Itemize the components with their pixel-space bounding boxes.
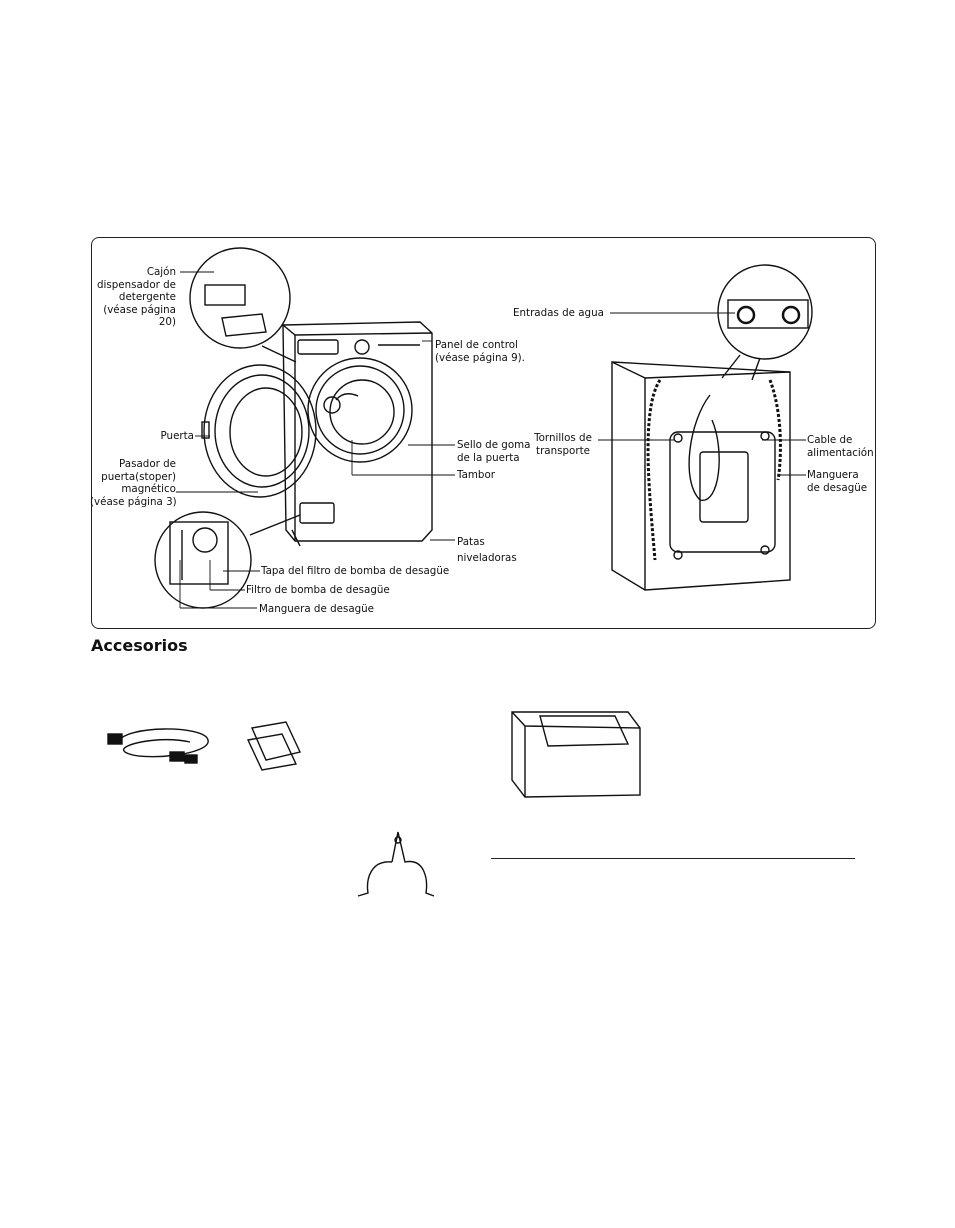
label-line: Tornillos de bbox=[534, 432, 592, 444]
label-line: Panel de control bbox=[435, 339, 518, 351]
label-water-inlets: Entradas de agua bbox=[513, 307, 604, 319]
label-detergent-drawer: Cajón dispensador de detergente (véase p… bbox=[94, 266, 176, 329]
label-line: (véase página 3) bbox=[90, 495, 177, 508]
rear-washer-drawing bbox=[611, 361, 791, 591]
label-line: Cable de bbox=[807, 434, 853, 446]
inlet-hoses-drawing bbox=[107, 728, 209, 764]
label-line: de desagüe bbox=[807, 481, 868, 494]
label-line: dispensador de bbox=[96, 278, 176, 291]
components-diagram-panel bbox=[91, 237, 876, 629]
protection-pads-drawing bbox=[246, 721, 301, 771]
label-filter-cover: Tapa del filtro de bomba de desagüe bbox=[261, 565, 450, 577]
label-line: Cajón bbox=[146, 266, 176, 278]
label-line: detergente bbox=[118, 291, 176, 303]
label-drain-hose-back: Manguera de desagüe bbox=[807, 469, 867, 494]
pedestal-drawing bbox=[511, 711, 641, 798]
door-drawing bbox=[201, 364, 317, 498]
label-line: de la puerta bbox=[457, 451, 520, 464]
accessories-heading: Accesorios bbox=[91, 636, 188, 655]
label-line: alimentación bbox=[807, 446, 874, 459]
label-line: (véase página 9). bbox=[435, 351, 525, 364]
label-control-panel: Panel de control (véase página 9). bbox=[435, 339, 525, 364]
label-leveling-feet: Patas niveladoras bbox=[457, 536, 517, 564]
label-transport-bolts: Tornillos de transporte bbox=[530, 432, 596, 457]
front-washer-drawing bbox=[282, 321, 433, 547]
divider-line bbox=[491, 858, 855, 859]
label-drain-hose-front: Manguera de desagüe bbox=[259, 603, 375, 615]
label-line: transporte bbox=[536, 444, 590, 457]
elbow-bracket-drawing bbox=[357, 831, 435, 897]
label-line: Patas bbox=[457, 536, 485, 548]
label-line: Manguera bbox=[807, 469, 859, 481]
label-filter: Filtro de bomba de desagüe bbox=[246, 584, 390, 596]
label-drum: Tambor bbox=[457, 469, 495, 481]
label-door-seal: Sello de goma de la puerta bbox=[457, 439, 531, 464]
label-power-cord: Cable de alimentación bbox=[807, 434, 874, 459]
label-line: Sello de goma bbox=[457, 439, 531, 451]
label-line: niveladoras bbox=[457, 551, 517, 564]
label-door-stopper: Pasador de puerta(stoper) magnético (véa… bbox=[90, 458, 177, 508]
detergent-drawer-callout bbox=[189, 247, 297, 363]
label-line: puerta(stoper) bbox=[101, 470, 176, 483]
leader-lines bbox=[176, 271, 806, 609]
label-line: Pasador de bbox=[119, 458, 176, 470]
label-door: Puerta bbox=[160, 430, 194, 442]
water-inlets-callout bbox=[717, 264, 813, 381]
label-line: magnético bbox=[121, 483, 176, 495]
label-line: (véase página bbox=[103, 303, 176, 316]
label-line: 20) bbox=[158, 316, 176, 328]
